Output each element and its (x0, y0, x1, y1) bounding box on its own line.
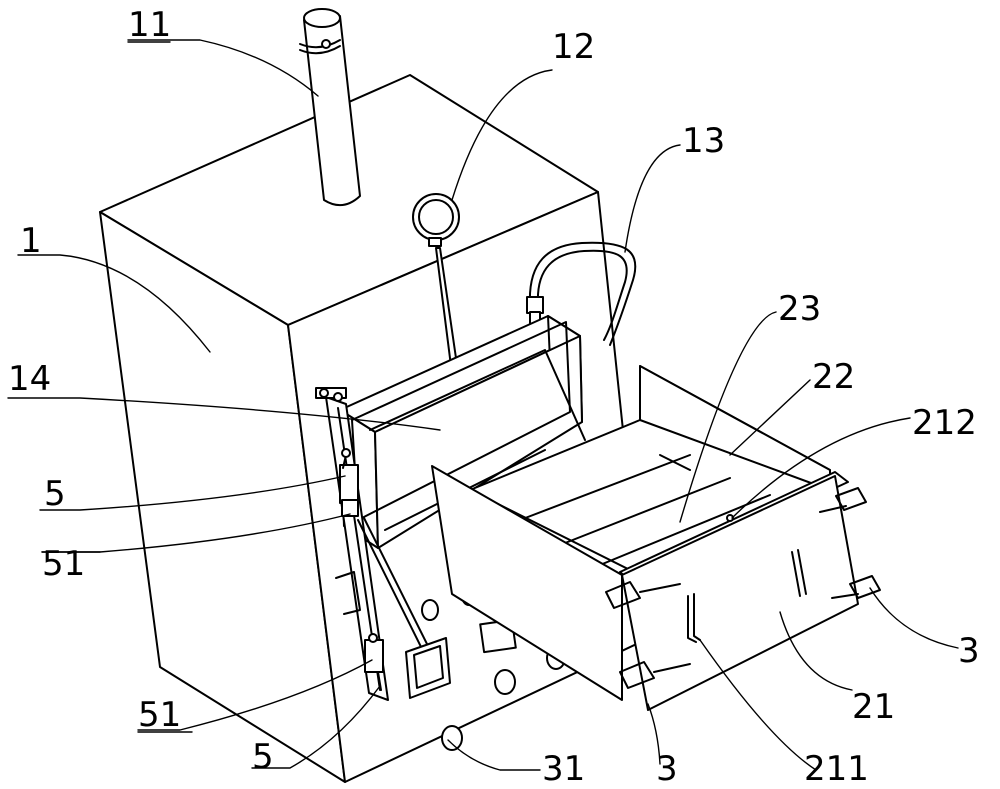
leader-21 (779, 611, 853, 691)
leader-3a (869, 587, 959, 649)
label-3-bottom: 3 (656, 749, 678, 789)
label-31: 31 (542, 749, 585, 789)
leader-51b (137, 659, 373, 731)
leader-12 (451, 69, 553, 201)
pressure-gauge (412, 193, 460, 367)
drawer-assembly (431, 365, 881, 711)
front-opening-frame (339, 315, 586, 549)
leader-23 (679, 311, 777, 523)
label-3-right: 3 (958, 631, 980, 671)
part-labels: 11 12 13 1 23 22 212 14 5 51 3 51 21 5 3… (8, 5, 980, 789)
label-23: 23 (778, 289, 821, 329)
label-11: 11 (128, 5, 171, 45)
label-22: 22 (812, 357, 855, 397)
leader-3b (647, 703, 661, 765)
leader-11 (127, 39, 319, 97)
leader-lines (7, 39, 959, 771)
label-12: 12 (552, 27, 595, 67)
leader-13 (624, 144, 681, 253)
leader-212 (731, 417, 911, 519)
label-1: 1 (20, 221, 42, 261)
leader-31 (447, 739, 541, 771)
label-211: 211 (804, 749, 869, 789)
label-5-lower: 5 (252, 737, 274, 777)
label-13: 13 (682, 121, 725, 161)
label-14: 14 (8, 359, 51, 399)
leader-5a (39, 475, 346, 511)
label-21: 21 (852, 687, 895, 727)
chimney-pipe (299, 8, 361, 207)
label-5-upper: 5 (44, 474, 66, 514)
side-rail-assembly (315, 387, 437, 701)
leader-5b (251, 685, 381, 769)
leader-51a (41, 513, 351, 553)
leader-22 (729, 379, 811, 456)
leader-14 (7, 397, 441, 431)
label-51-lower: 51 (138, 695, 181, 735)
leader-1 (17, 254, 211, 353)
label-51-upper: 51 (42, 544, 85, 584)
leader-211 (699, 639, 817, 771)
label-212: 212 (912, 403, 977, 443)
